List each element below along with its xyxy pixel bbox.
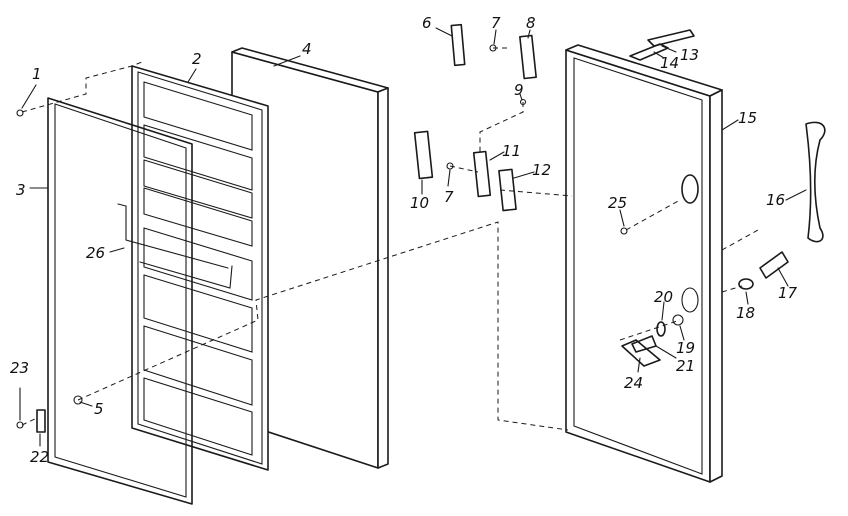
callout-13: 13 xyxy=(680,46,699,64)
callout-1: 1 xyxy=(32,65,42,83)
callout-12: 12 xyxy=(532,161,551,179)
callout-23: 23 xyxy=(10,359,29,377)
callout-18: 18 xyxy=(736,304,755,322)
callout-24: 24 xyxy=(624,374,643,392)
callout-21: 21 xyxy=(676,357,695,375)
callout-7a: 7 xyxy=(491,14,501,32)
callout-9: 9 xyxy=(514,81,524,99)
callout-16: 16 xyxy=(766,191,785,209)
callout-22: 22 xyxy=(30,448,49,466)
door-15 xyxy=(565,44,723,483)
panel-2-liner xyxy=(117,65,269,471)
callout-20: 20 xyxy=(654,288,673,306)
callout-14: 14 xyxy=(660,54,679,72)
callout-10: 10 xyxy=(410,194,429,212)
callout-25: 25 xyxy=(608,194,627,212)
callout-8: 8 xyxy=(526,14,536,32)
callout-7b: 7 xyxy=(444,188,454,206)
callout-2: 2 xyxy=(192,50,202,68)
callout-15: 15 xyxy=(738,109,757,127)
callout-5: 5 xyxy=(94,400,104,418)
callout-19: 19 xyxy=(676,339,695,357)
callout-6: 6 xyxy=(422,14,432,32)
leader-lines xyxy=(19,27,807,447)
callout-17: 17 xyxy=(778,284,798,302)
callout-26: 26 xyxy=(86,244,105,262)
callout-labels: 1 2 3 4 5 6 7 7 8 9 10 11 12 13 14 15 16… xyxy=(10,14,798,466)
alignment-lines xyxy=(21,47,759,431)
panel-3-gasket xyxy=(47,97,193,505)
callout-4: 4 xyxy=(302,40,312,58)
hinge-parts xyxy=(16,23,826,433)
callout-3: 3 xyxy=(16,181,26,199)
callout-11: 11 xyxy=(502,142,521,160)
